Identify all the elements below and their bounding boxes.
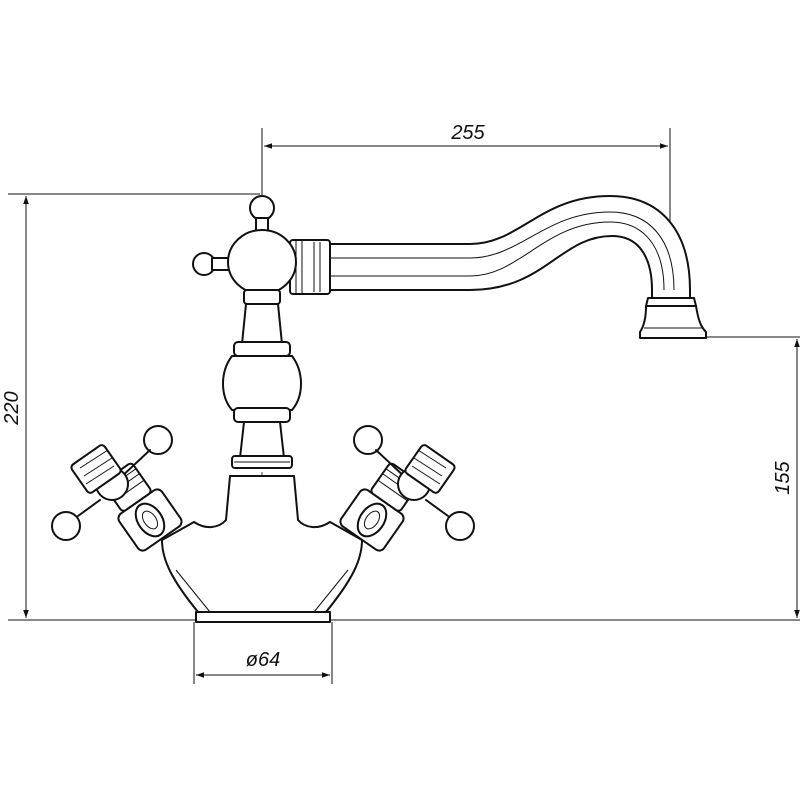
dimension-255-label: 255 [450, 122, 485, 144]
dimension-155: 155 [330, 336, 800, 621]
dimension-255: 255 [261, 122, 671, 222]
dimension-155-label: 155 [772, 460, 794, 494]
dimension-diameter-64-label: ø64 [246, 649, 280, 671]
right-cross-handle [353, 425, 475, 541]
spout [325, 195, 707, 339]
dimension-220-label: 220 [1, 391, 23, 425]
left-cross-handle [51, 425, 173, 541]
dimension-220: 220 [1, 193, 260, 621]
lever-handle [192, 195, 297, 305]
mixer-body [161, 475, 363, 623]
dimension-diameter-64: ø64 [193, 622, 333, 684]
column [222, 303, 302, 469]
